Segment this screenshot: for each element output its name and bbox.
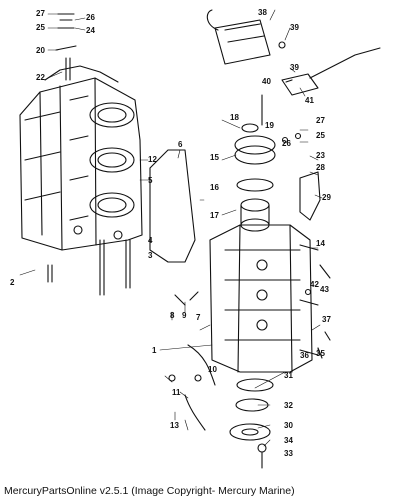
callout-42: 42: [310, 280, 319, 289]
callout-18: 18: [230, 113, 239, 122]
callout-27b: 27: [316, 116, 325, 125]
callout-33: 33: [284, 449, 293, 458]
cylinder-block: [19, 65, 143, 251]
callout-31: 31: [284, 371, 293, 380]
callout-20: 20: [36, 46, 45, 55]
image-caption: MercuryPartsOnline v2.5.1 (Image Copyrig…: [4, 485, 295, 497]
callout-labels: 27 26 25 24 20 22 12 5 6 4 3 2 1 7 8 9 1…: [10, 8, 331, 458]
callout-15: 15: [210, 153, 219, 162]
callout-39a: 39: [290, 23, 299, 32]
callout-29: 29: [322, 193, 331, 202]
callout-16: 16: [210, 183, 219, 192]
callout-32: 32: [284, 401, 293, 410]
callout-43: 43: [320, 285, 329, 294]
gasket: [149, 149, 196, 263]
callout-24: 24: [86, 26, 95, 35]
callout-25a: 25: [36, 23, 45, 32]
callout-40: 40: [262, 77, 271, 86]
callout-37: 37: [322, 315, 331, 324]
callout-41: 41: [305, 96, 314, 105]
mounting-bracket: [299, 171, 321, 221]
diagram-drawing: 27 26 25 24 20 22 12 5 6 4 3 2 1 7 8 9 1…: [10, 8, 381, 469]
callout-26b: 26: [282, 139, 291, 148]
callout-3: 3: [148, 251, 153, 260]
callout-23: 23: [316, 151, 325, 160]
callout-26a: 26: [86, 13, 95, 22]
upper-bearing-stack: [234, 94, 276, 232]
callout-38: 38: [258, 8, 267, 17]
callout-14: 14: [316, 239, 325, 248]
callout-19: 19: [265, 121, 274, 130]
callout-25b: 25: [316, 131, 325, 140]
callout-22: 22: [36, 73, 45, 82]
callout-17: 17: [210, 211, 219, 220]
callout-5: 5: [148, 176, 153, 185]
leader-lines: [19, 9, 323, 447]
callout-36: 36: [300, 351, 309, 360]
callout-2: 2: [10, 278, 15, 287]
studs: [47, 57, 131, 296]
callout-13: 13: [170, 421, 179, 430]
callout-34: 34: [284, 436, 293, 445]
callout-27a: 27: [36, 9, 45, 18]
callout-8: 8: [170, 311, 175, 320]
callout-28: 28: [316, 163, 325, 172]
callout-30: 30: [284, 421, 293, 430]
crankcase-cover: [209, 224, 319, 373]
hose: [187, 344, 216, 386]
callout-35: 35: [316, 349, 325, 358]
callout-12: 12: [148, 155, 157, 164]
callout-7: 7: [196, 313, 201, 322]
callout-10: 10: [208, 365, 217, 374]
lower-bearing-stack: [229, 378, 274, 469]
fasteners: [55, 13, 331, 382]
power-pack: [206, 9, 286, 65]
switch-module: [281, 47, 381, 96]
callout-6: 6: [178, 140, 183, 149]
hose-lower: [184, 394, 206, 431]
callout-1: 1: [152, 346, 157, 355]
callout-11: 11: [172, 388, 181, 397]
callout-4: 4: [148, 236, 153, 245]
callout-9: 9: [182, 311, 187, 320]
callout-39b: 39: [290, 63, 299, 72]
